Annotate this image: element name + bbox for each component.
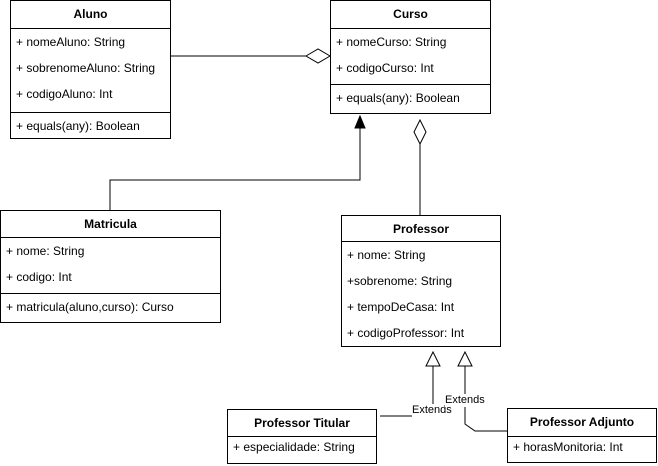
attribute: + sobrenomeAluno: String bbox=[16, 61, 156, 75]
class-aluno-title: Aluno bbox=[11, 1, 170, 29]
class-matricula-title: Matricula bbox=[1, 211, 220, 238]
attribute: + nome: String bbox=[347, 248, 426, 262]
class-matricula-attributes: + nome: String + codigo: Int bbox=[1, 238, 220, 294]
attribute: + codigoProfessor: Int bbox=[347, 326, 465, 340]
class-professor-titular-attributes: + especialidade: String bbox=[228, 437, 376, 464]
class-curso-operations: + equals(any): Boolean bbox=[331, 85, 490, 115]
class-curso[interactable]: Curso + nomeCurso: String + codigoCurso:… bbox=[330, 0, 491, 114]
attribute: + codigoAluno: Int bbox=[16, 87, 113, 101]
titular-extends-label: Extends bbox=[412, 404, 452, 417]
attribute: + codigoCurso: Int bbox=[336, 61, 434, 75]
attribute: + nomeAluno: String bbox=[16, 35, 126, 49]
attribute: + nome: String bbox=[6, 244, 85, 258]
operation: + equals(any): Boolean bbox=[336, 91, 460, 105]
class-aluno-attributes: + nomeAluno: String + sobrenomeAluno: St… bbox=[11, 29, 170, 113]
attribute: + nomeCurso: String bbox=[336, 35, 447, 49]
attribute: + tempoDeCasa: Int bbox=[347, 300, 455, 314]
class-aluno-operations: + equals(any): Boolean bbox=[11, 113, 170, 143]
adjunto-generalization-triangle-icon bbox=[457, 350, 473, 367]
class-matricula[interactable]: Matricula + nome: String + codigo: Int +… bbox=[0, 210, 221, 323]
operation: + matricula(aluno,curso): Curso bbox=[6, 300, 174, 314]
aluno-curso-aggregation-diamond-icon bbox=[305, 48, 331, 64]
attribute: + codigo: Int bbox=[6, 270, 72, 284]
class-professor-titular-title: Professor Titular bbox=[228, 410, 376, 437]
class-curso-attributes: + nomeCurso: String + codigoCurso: Int bbox=[331, 29, 490, 85]
class-professor-titular[interactable]: Professor Titular + especialidade: Strin… bbox=[227, 409, 377, 464]
class-professor-adjunto[interactable]: Professor Adjunto + horasMonitoria: Int bbox=[507, 408, 657, 463]
operation: + equals(any): Boolean bbox=[16, 119, 140, 133]
class-aluno[interactable]: Aluno + nomeAluno: String + sobrenomeAlu… bbox=[10, 0, 171, 139]
class-professor-title: Professor bbox=[342, 216, 500, 242]
matricula-curso-arrowhead-icon bbox=[354, 114, 366, 129]
titular-generalization-triangle-icon bbox=[425, 350, 441, 367]
attribute: + horasMonitoria: Int bbox=[513, 440, 623, 454]
class-curso-title: Curso bbox=[331, 1, 490, 29]
professor-curso-aggregation-diamond-icon bbox=[413, 118, 427, 146]
class-professor-adjunto-title: Professor Adjunto bbox=[508, 409, 656, 437]
class-professor-attributes: + nome: String +sobrenome: String + temp… bbox=[342, 242, 500, 350]
class-professor[interactable]: Professor + nome: String +sobrenome: Str… bbox=[341, 215, 501, 347]
attribute: +sobrenome: String bbox=[347, 274, 453, 288]
adjunto-extends-label: Extends bbox=[445, 394, 485, 407]
matricula-curso-connector-line[interactable] bbox=[109, 122, 361, 210]
class-matricula-operations: + matricula(aluno,curso): Curso bbox=[1, 294, 220, 324]
attribute: + especialidade: String bbox=[233, 440, 355, 454]
class-professor-adjunto-attributes: + horasMonitoria: Int bbox=[508, 437, 656, 464]
